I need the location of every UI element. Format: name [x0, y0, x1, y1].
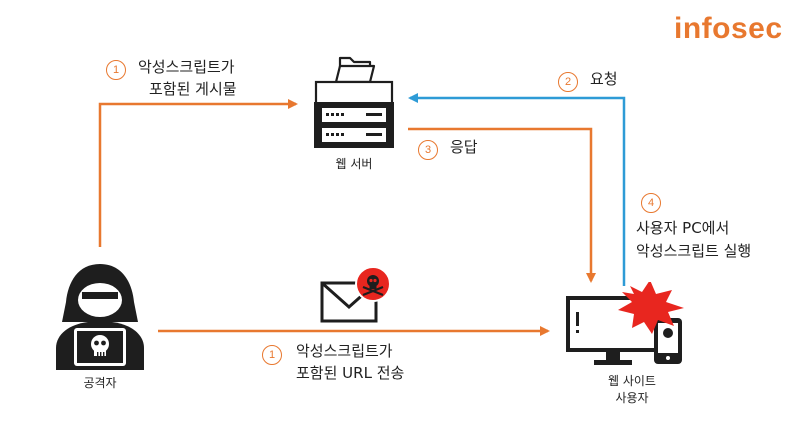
site-user-line1: 웹 사이트 [608, 374, 656, 388]
step1-bottom-badge: 1 [262, 343, 282, 365]
hacker-skull-icon [91, 335, 109, 356]
step1-top-line2: 포함된 게시물 [149, 80, 237, 98]
step2-badge: 2 [558, 70, 578, 92]
step3-label: 응답 [450, 138, 478, 156]
folder-icon [334, 56, 376, 84]
skull-icon [355, 266, 391, 302]
arrow-request [408, 93, 626, 286]
step1-top-line1: 악성스크립트가 [138, 58, 235, 76]
step2-label: 요청 [590, 70, 618, 88]
brand-logo: infosec [674, 12, 783, 45]
step1-bottom-line2: 포함된 URL 전송 [296, 364, 405, 382]
phone-icon [654, 318, 682, 364]
attacker-label: 공격자 [83, 376, 117, 390]
step1-top-badge: 1 [106, 58, 126, 80]
hacker-icon [56, 264, 144, 370]
step4-badge: 4 [641, 191, 661, 213]
step3-badge: 3 [418, 138, 438, 160]
site-user-line2: 사용자 [615, 391, 649, 405]
explosion-icon [618, 282, 684, 334]
step4-line2: 악성스크립트 실행 [636, 242, 752, 260]
envelope-icon [320, 266, 391, 323]
step4-line1: 사용자 PC에서 [636, 219, 730, 237]
step1-bottom-line1: 악성스크립트가 [296, 342, 393, 360]
arrow-post-to-server [98, 99, 298, 247]
monitor-icon [566, 282, 684, 365]
web-server-label: 웹 서버 [335, 157, 373, 171]
server-icon [314, 56, 394, 148]
arrow-response [408, 127, 596, 283]
